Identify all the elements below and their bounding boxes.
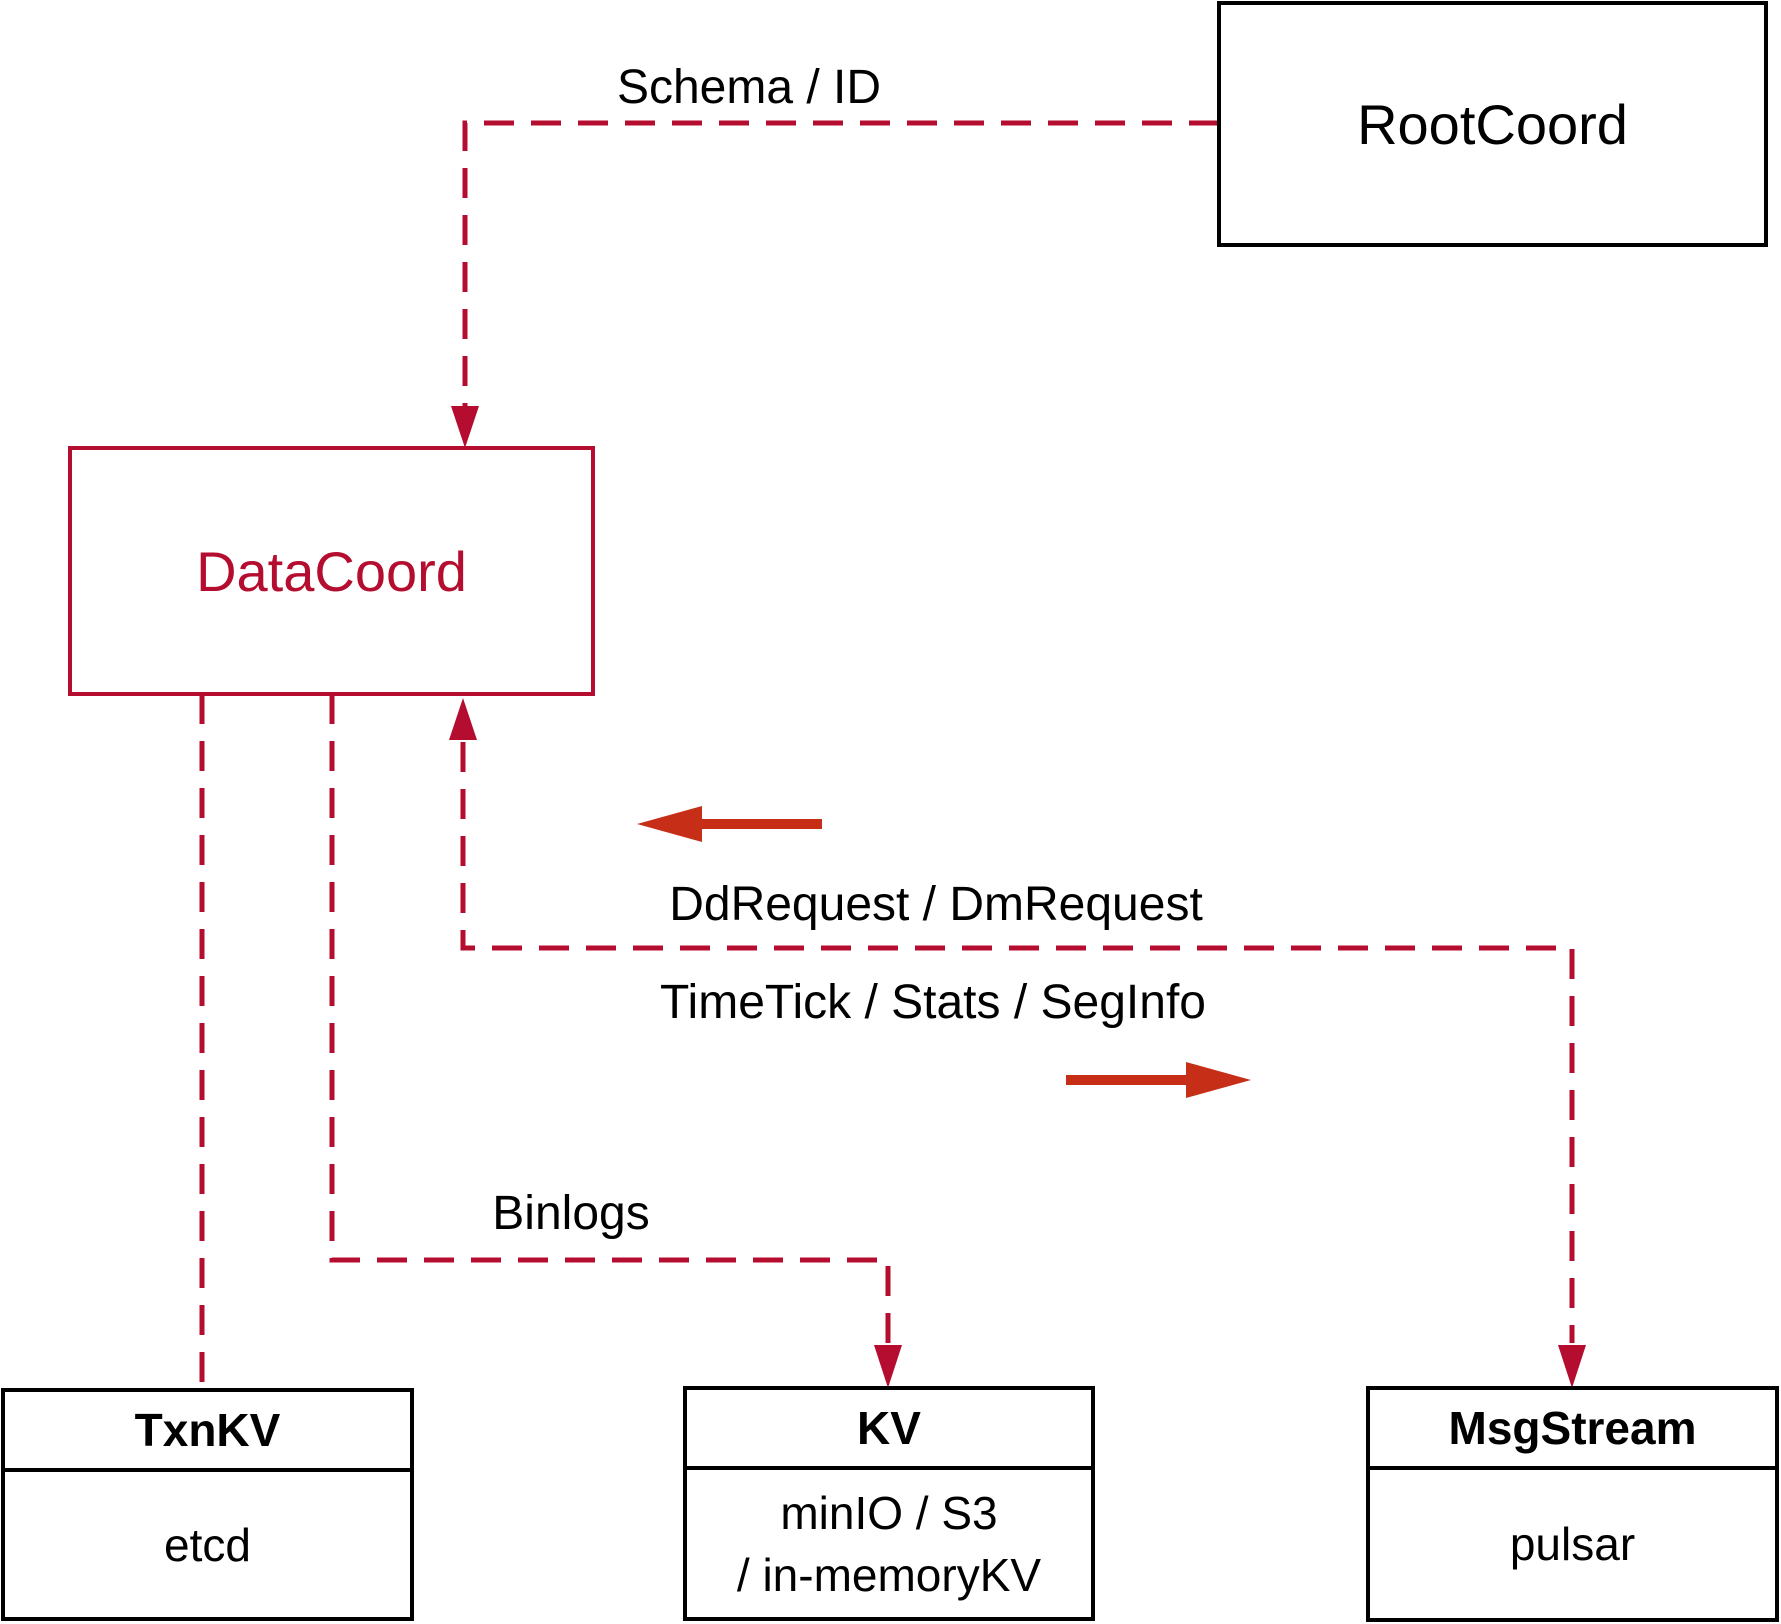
- msgstream-body: pulsar: [1509, 1518, 1636, 1570]
- rootcoord-label: RootCoord: [1357, 92, 1628, 156]
- schema-connector-line: [462, 120, 1219, 408]
- txnkv-title: TxnKV: [5, 1392, 410, 1472]
- ddrequest-connector-line: [460, 742, 1575, 1343]
- msgstream-node: MsgStream pulsar: [1366, 1386, 1779, 1622]
- msgstream-arrowhead-icon: [1558, 1345, 1586, 1388]
- txnkv-node: TxnKV etcd: [1, 1388, 414, 1621]
- kv-node: KV minIO / S3 / in-memoryKV: [683, 1386, 1095, 1621]
- schema-id-edge-label: Schema / ID: [616, 61, 882, 114]
- kv-body-line1: minIO / S3: [780, 1486, 998, 1539]
- binlogs-edge-label: Binlogs: [492, 1187, 650, 1240]
- rootcoord-node: RootCoord: [1217, 1, 1768, 247]
- msgstream-title: MsgStream: [1370, 1390, 1775, 1470]
- datacoord-node: DataCoord: [68, 446, 595, 696]
- ddrequest-arrowhead-icon: [449, 698, 477, 740]
- kv-arrowhead-icon: [874, 1345, 902, 1388]
- left-flow-arrow-icon: [637, 806, 822, 842]
- ddrequest-edge-label: DdRequest / DmRequest: [669, 878, 1203, 931]
- txnkv-body: etcd: [164, 1518, 251, 1571]
- datacoord-label: DataCoord: [196, 539, 467, 603]
- binlogs-connector-line: [329, 694, 891, 1343]
- kv-body-line2: / in-memoryKV: [736, 1548, 1042, 1601]
- right-flow-arrow-icon: [1066, 1062, 1251, 1098]
- timetick-edge-label: TimeTick / Stats / SegInfo: [660, 976, 1206, 1029]
- schema-arrowhead-icon: [451, 406, 479, 448]
- kv-title: KV: [687, 1390, 1091, 1470]
